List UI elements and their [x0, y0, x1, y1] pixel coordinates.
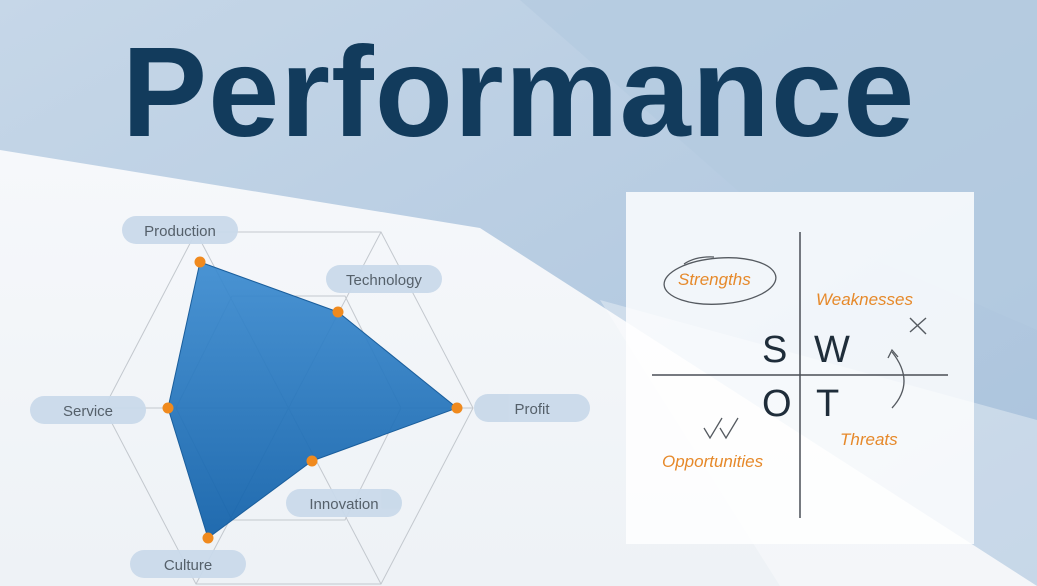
curved-arrow-icon [891, 351, 905, 409]
radar-point-technology [332, 306, 344, 318]
radar-label-profit: Profit [514, 401, 550, 418]
radar-label-production: Production [144, 223, 216, 240]
swot-strengths: Strengths [678, 270, 751, 289]
radar-point-profit [451, 402, 463, 414]
swot-weaknesses: Weaknesses [816, 290, 914, 309]
swot-letter-w: W [814, 329, 850, 371]
radar-point-production [194, 256, 206, 268]
swot-drawing [652, 232, 948, 518]
radar-label-culture: Culture [164, 557, 212, 574]
swot-letter-t: T [816, 383, 840, 425]
page-title: Performance [121, 21, 916, 164]
strengths-circle [663, 257, 777, 305]
radar-label-technology: Technology [346, 272, 422, 289]
radar-point-service [162, 402, 174, 414]
radar-label-service: Service [63, 403, 113, 420]
swot-opportunities: Opportunities [662, 452, 764, 471]
radar-label-innovation: Innovation [309, 496, 378, 513]
radar-point-culture [202, 532, 214, 544]
cross-icon [909, 317, 927, 335]
swot-letter-o: O [762, 383, 792, 425]
swot-card: S W O T Strengths Weaknesses Opportuniti… [626, 192, 974, 544]
swot-threats: Threats [840, 430, 898, 449]
swot-letter-s: S [762, 329, 788, 371]
check-marks-icon [703, 417, 739, 440]
radar-point-innovation [306, 455, 318, 467]
